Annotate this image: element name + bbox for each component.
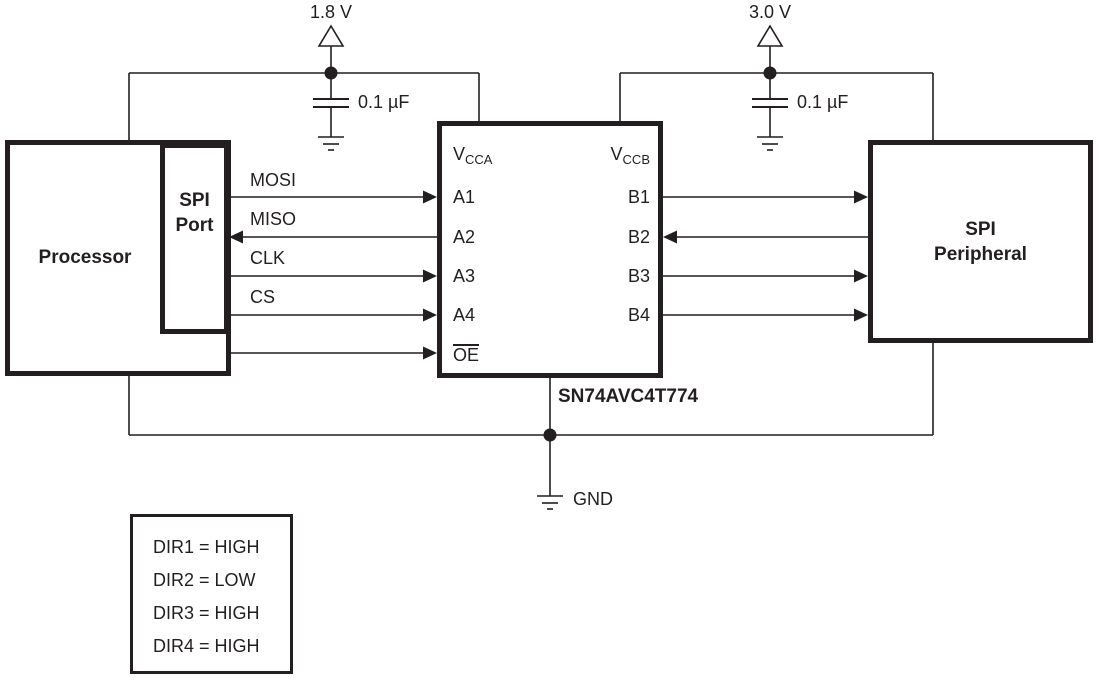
spi-port-label: SPI Port [160, 188, 229, 238]
spi-peripheral-label-line2: Peripheral [934, 244, 1027, 265]
spi-peripheral-label: SPI Peripheral [868, 217, 1093, 267]
pin-b4: B4 [627, 305, 650, 325]
pin-a1: A1 [453, 187, 476, 207]
translator-chip-block [437, 121, 663, 378]
spi-port-label-line2: Port [175, 215, 214, 236]
vcca-main: V [453, 144, 466, 164]
legend-dir2: DIR2 = LOW [153, 570, 256, 590]
ground-symbol-main [537, 495, 563, 510]
spi-port-label-line1: SPI [179, 190, 210, 211]
spi-port-block [160, 143, 229, 334]
ground-label: GND [573, 489, 613, 509]
arrowheads [229, 190, 868, 360]
spi-peripheral-block [868, 140, 1093, 343]
pin-vcca: VCCA [453, 145, 492, 169]
supply-voltage-b: 3.0 V [748, 2, 792, 22]
pin-a2: A2 [453, 227, 476, 247]
supply-rail-3v0 [619, 24, 934, 141]
vcca-sub: CCA [465, 152, 493, 167]
ground-net [128, 343, 934, 496]
signal-label-clk: CLK [250, 248, 286, 268]
junction-dot [324, 66, 338, 80]
oe-text: OE [453, 344, 480, 365]
legend-dir1: DIR1 = HIGH [153, 537, 260, 557]
junction-dot [763, 66, 777, 80]
signal-wires-b-side [663, 196, 868, 316]
pin-b3: B3 [627, 266, 650, 286]
vccb-main: V [610, 144, 623, 164]
pin-a4: A4 [453, 305, 476, 325]
supply-rail-1v8 [128, 24, 480, 141]
ground-symbol-b [757, 136, 783, 151]
capacitor-value-a: 0.1 µF [358, 92, 410, 112]
pin-a3: A3 [453, 266, 476, 286]
decoupling-capacitor-a [313, 98, 349, 137]
spi-peripheral-label-line1: SPI [965, 219, 996, 240]
pin-b2: B2 [627, 227, 650, 247]
vccb-sub: CCB [622, 152, 650, 167]
supply-voltage-a: 1.8 V [309, 2, 353, 22]
pin-oe: OE [453, 344, 480, 365]
processor-label: Processor [38, 247, 132, 268]
ground-symbol-a [318, 136, 344, 151]
legend-dir4: DIR4 = HIGH [153, 636, 260, 656]
signal-wires-a-side [229, 196, 437, 354]
legend-dir3: DIR3 = HIGH [153, 603, 260, 623]
part-number-label: SN74AVC4T774 [558, 386, 699, 407]
signal-label-mosi: MOSI [250, 170, 297, 190]
dir-legend-box: DIR1 = HIGH DIR2 = LOW DIR3 = HIGH DIR4 … [130, 514, 293, 674]
signal-label-miso: MISO [250, 209, 297, 229]
capacitor-value-b: 0.1 µF [797, 92, 849, 112]
signal-label-cs: CS [250, 287, 276, 307]
decoupling-capacitor-b [752, 98, 788, 137]
pin-b1: B1 [627, 187, 650, 207]
pin-vccb: VCCB [578, 145, 650, 169]
